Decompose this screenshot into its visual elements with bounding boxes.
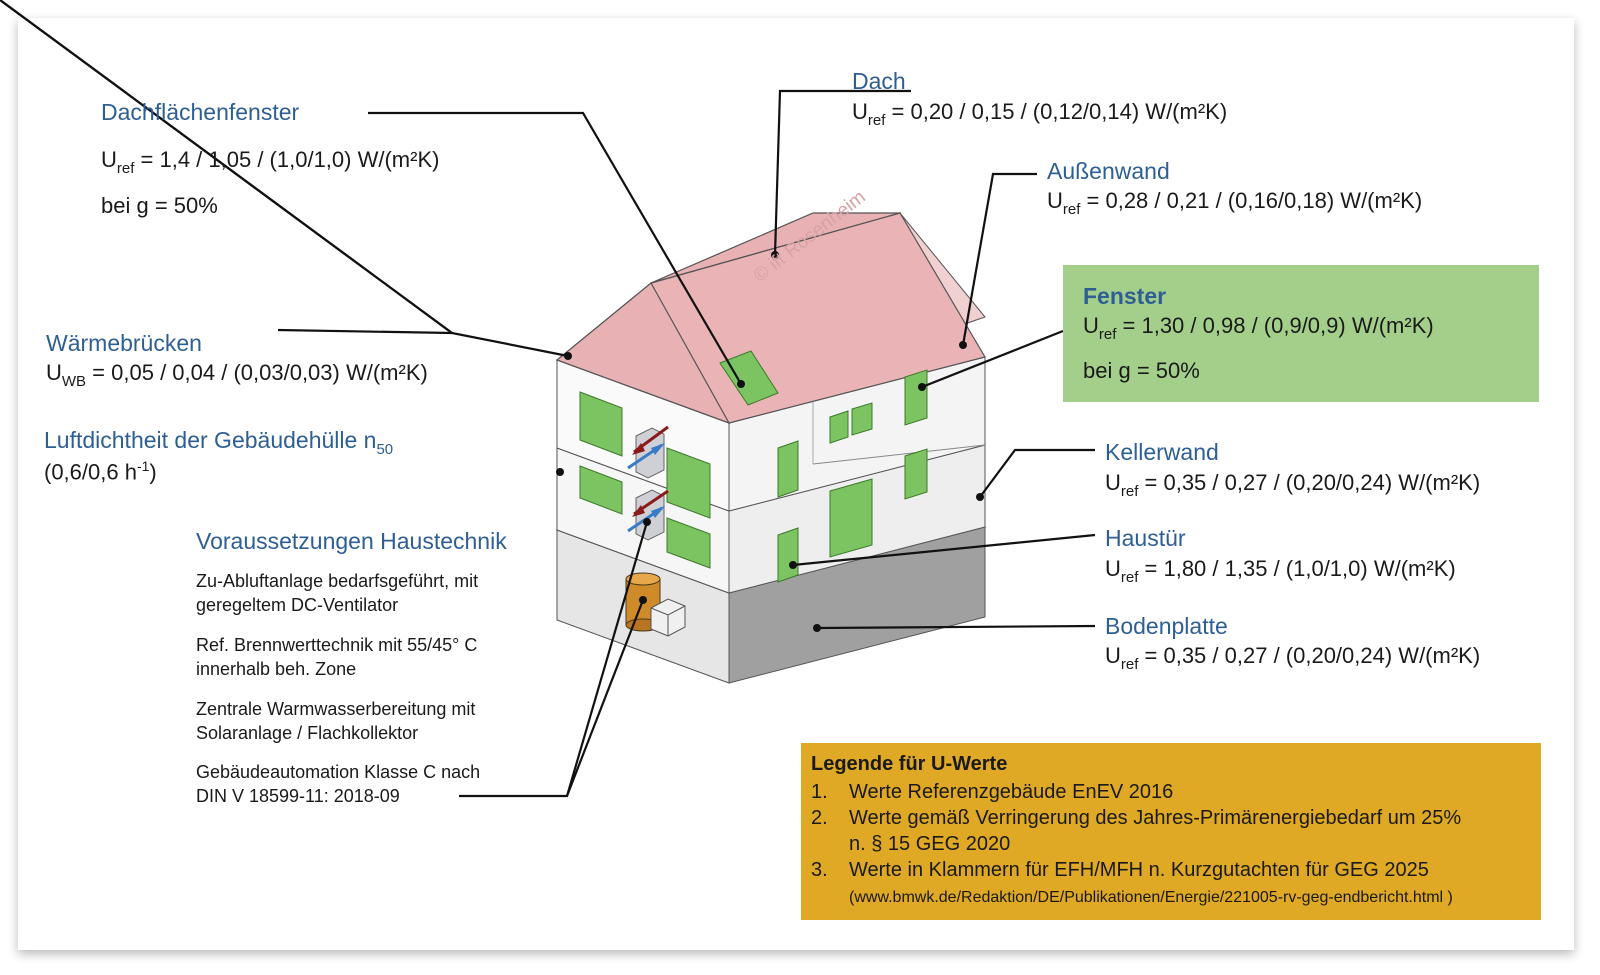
bodenplatte-title: Bodenplatte [1105,613,1228,639]
kellerwand-u-value: Uref = 0,35 / 0,27 / (0,20/0,24) W/(m²K) [1105,470,1481,500]
luftdichtheit-value: (0,6/0,6 h-1) [44,458,157,485]
kellerwand-title: Kellerwand [1105,439,1219,465]
waermebruecken-u-value: UWB = 0,05 / 0,04 / (0,03/0,03) W/(m²K) [46,360,428,390]
fenster-u-value: Uref = 1,30 / 0,98 / (0,9/0,9) W/(m²K) [1083,313,1434,343]
ventilation-units [627,425,669,541]
leader-dots [556,251,984,632]
haustuer-title: Haustür [1105,525,1186,551]
waermebruecken-title: Wärmebrücken [46,330,202,356]
haustechnik-title: Voraussetzungen Haustechnik [196,528,507,554]
luftdichtheit-title: Luftdichtheit der Gebäudehülle n50 [44,427,394,458]
dach-u-value: Uref = 0,20 / 0,15 / (0,12/0,14) W/(m²K) [852,99,1228,129]
fenster-title: Fenster [1083,283,1167,309]
aussenwand-u-value: Uref = 0,28 / 0,21 / (0,16/0,18) W/(m²K) [1047,188,1423,218]
legend-heading: Legende für U-Werte [811,753,1008,775]
leader-lines [0,0,1096,798]
dachflaechenfenster-g-value: bei g = 50% [101,193,218,218]
bodenplatte-u-value: Uref = 0,35 / 0,27 / (0,20/0,24) W/(m²K) [1105,643,1481,673]
legend-item: 2.Werte gemäß Verringerung des Jahres-Pr… [811,807,1462,829]
legend-item: 1.Werte Referenzgebäude EnEV 2016 [811,781,1174,803]
dach-title: Dach [852,68,906,94]
legend-url: (www.bmwk.de/Redaktion/DE/Publikationen/… [849,889,1453,906]
dachflaechenfenster-title: Dachflächenfenster [101,99,300,125]
windows [579,369,928,583]
aussenwand-title: Außenwand [1047,158,1170,184]
roof-window [719,350,779,406]
legend-item: 3.Werte in Klammern für EFH/MFH n. Kurzg… [811,859,1429,881]
fenster-highlight-box: Fenster Uref = 1,30 / 0,98 / (0,9/0,9) W… [1063,265,1539,402]
haustuer-u-value: Uref = 1,80 / 1,35 / (1,0/1,0) W/(m²K) [1105,556,1456,586]
dachflaechenfenster-u-value: Uref = 1,4 / 1,05 / (1,0/1,0) W/(m²K) [101,147,440,177]
storage-box [650,598,686,637]
legend-item: n. § 15 GEG 2020 [849,833,1011,855]
fenster-g-value: bei g = 50% [1083,358,1200,383]
legend-box: Legende für U-Werte 1.Werte Referenzgebä… [801,743,1541,920]
